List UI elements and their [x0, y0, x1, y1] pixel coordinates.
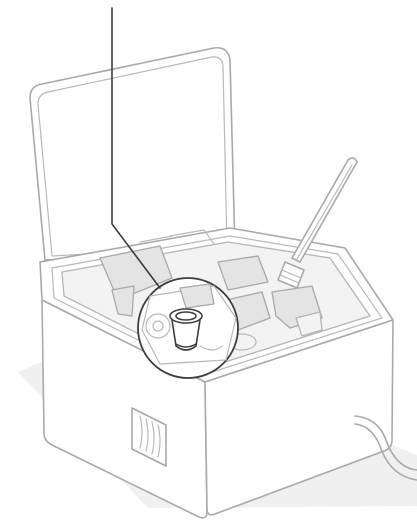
- lid: [30, 48, 235, 260]
